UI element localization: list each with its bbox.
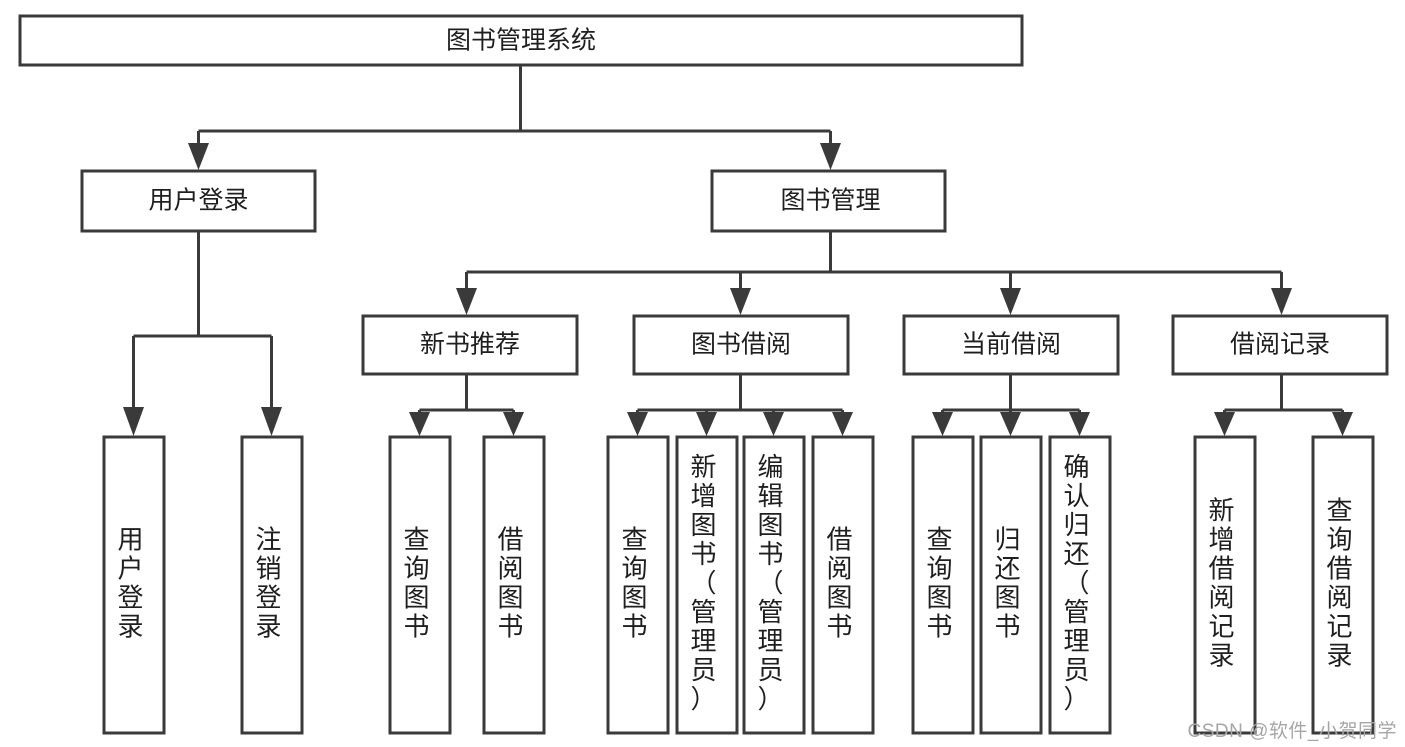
node-current-borrow[interactable]: 当前借阅 — [902, 314, 1120, 376]
leaf-box[interactable] — [675, 435, 739, 735]
leaf-label: 用户登录 — [117, 524, 149, 641]
leaf-label: 确认归还（管理员） — [1063, 452, 1095, 714]
leaf-label: 借阅图书 — [826, 524, 858, 641]
node-current-borrow-label: 当前借阅 — [961, 331, 1061, 359]
leaf-label: 借阅图书 — [497, 524, 529, 641]
arrow-head-icon — [188, 143, 209, 170]
leaf-box[interactable] — [811, 435, 875, 735]
connector-group-new-book-recommend — [409, 375, 524, 436]
leaf-book-borrow-3[interactable]: 借阅图书 — [811, 435, 875, 735]
arrow-head-icon — [832, 412, 853, 436]
leaf-book-borrow-1[interactable]: 新增图书（管理员） — [675, 435, 739, 735]
leaf-box[interactable] — [240, 435, 304, 735]
arrow-head-icon — [820, 143, 841, 170]
arrow-head-icon — [1214, 412, 1235, 436]
leaf-current-borrow-2[interactable]: 确认归还（管理员） — [1048, 435, 1112, 735]
leaf-box[interactable] — [388, 435, 452, 735]
arrow-head-icon — [1069, 412, 1090, 436]
arrow-head-icon — [503, 412, 524, 436]
node-new-book-recommend-label: 新书推荐 — [420, 331, 520, 359]
leaf-label: 查询图书 — [926, 524, 958, 641]
leaf-box[interactable] — [606, 435, 670, 735]
arrow-head-icon — [730, 288, 751, 315]
leaf-label: 查询图书 — [403, 524, 435, 641]
connector-group-book-borrow — [627, 375, 853, 436]
connector-group-book-management — [456, 232, 1292, 315]
leaf-label: 注销登录 — [255, 524, 287, 641]
leaf-borrow-records-0[interactable]: 新增借阅记录 — [1193, 435, 1257, 735]
arrow-head-icon — [627, 412, 648, 436]
leaf-label: 归还图书 — [994, 524, 1026, 641]
leaf-box[interactable] — [1048, 435, 1112, 735]
node-user-login-box[interactable] — [80, 169, 317, 233]
leaf-box[interactable] — [102, 435, 166, 735]
leaf-box[interactable] — [1311, 435, 1375, 735]
leaf-box[interactable] — [979, 435, 1043, 735]
node-root-box[interactable] — [18, 14, 1024, 67]
leaf-label: 查询图书 — [621, 524, 653, 641]
arrow-head-icon — [409, 412, 430, 436]
arrow-head-icon — [1332, 412, 1353, 436]
leaf-current-borrow-1[interactable]: 归还图书 — [979, 435, 1043, 735]
node-borrow-records[interactable]: 借阅记录 — [1171, 314, 1389, 376]
node-user-login[interactable]: 用户登录 — [80, 169, 317, 233]
leaf-box[interactable] — [911, 435, 975, 735]
leaf-box[interactable] — [482, 435, 546, 735]
arrow-head-icon — [1271, 288, 1292, 315]
node-book-borrow-box[interactable] — [632, 314, 850, 376]
arrow-head-icon — [261, 407, 282, 436]
arrow-head-icon — [1000, 412, 1021, 436]
connector-group-user-login — [123, 232, 282, 436]
leaf-borrow-records-1[interactable]: 查询借阅记录 — [1311, 435, 1375, 735]
leaf-box[interactable] — [742, 435, 806, 735]
node-borrow-records-box[interactable] — [1171, 314, 1389, 376]
node-book-borrow-label: 图书借阅 — [691, 331, 791, 359]
leaf-new-book-recommend-0[interactable]: 查询图书 — [388, 435, 452, 735]
node-root[interactable]: 图书管理系统 — [18, 14, 1024, 67]
leaf-box[interactable] — [1193, 435, 1257, 735]
arrow-head-icon — [932, 412, 953, 436]
node-book-management[interactable]: 图书管理 — [710, 169, 947, 233]
arrow-head-icon — [123, 407, 144, 436]
node-borrow-records-label: 借阅记录 — [1230, 331, 1330, 359]
arrow-head-icon — [456, 288, 477, 315]
node-book-management-label: 图书管理 — [780, 187, 880, 215]
leaf-new-book-recommend-1[interactable]: 借阅图书 — [482, 435, 546, 735]
leaf-label: 新增借阅记录 — [1208, 495, 1240, 670]
node-new-book-recommend[interactable]: 新书推荐 — [361, 314, 579, 376]
leaf-label: 编辑图书（管理员） — [757, 452, 789, 714]
node-book-management-box[interactable] — [710, 169, 947, 233]
leaf-user-login-1[interactable]: 注销登录 — [240, 435, 304, 735]
leaf-user-login-0[interactable]: 用户登录 — [102, 435, 166, 735]
node-user-login-label: 用户登录 — [148, 187, 248, 215]
arrow-head-icon — [1000, 288, 1021, 315]
connector-group-current-borrow — [932, 375, 1090, 436]
leaf-book-borrow-0[interactable]: 查询图书 — [606, 435, 670, 735]
leaf-label: 查询借阅记录 — [1326, 495, 1358, 670]
leaf-current-borrow-0[interactable]: 查询图书 — [911, 435, 975, 735]
node-book-borrow[interactable]: 图书借阅 — [632, 314, 850, 376]
arrow-head-icon — [763, 412, 784, 436]
leaf-label: 新增图书（管理员） — [690, 452, 722, 714]
node-root-label: 图书管理系统 — [446, 27, 596, 55]
connector-group-borrow-records — [1214, 375, 1353, 436]
leaf-book-borrow-2[interactable]: 编辑图书（管理员） — [742, 435, 806, 735]
arrow-head-icon — [696, 412, 717, 436]
connector-group-root — [188, 65, 841, 170]
node-new-book-recommend-box[interactable] — [361, 314, 579, 376]
node-current-borrow-box[interactable] — [902, 314, 1120, 376]
